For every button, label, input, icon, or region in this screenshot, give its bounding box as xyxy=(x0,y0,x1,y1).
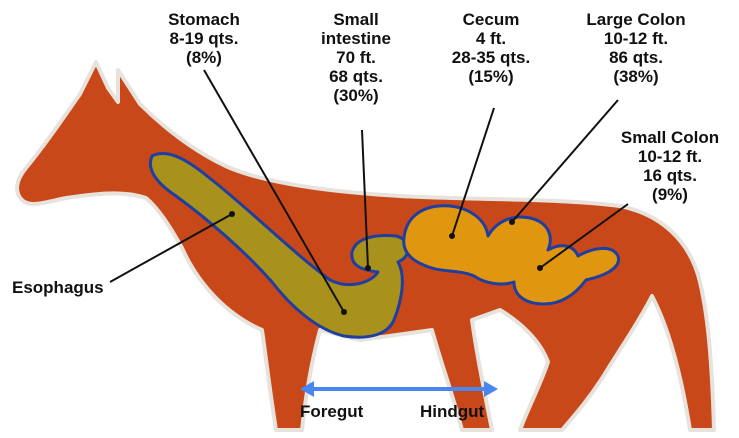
cecum-label-length: 4 ft. xyxy=(438,29,544,48)
small-colon-label-percent: (9%) xyxy=(606,185,734,204)
stomach-leader-dot xyxy=(341,309,347,315)
stomach-label-capacity: 8-19 qts. xyxy=(158,29,250,48)
stomach-label: Stomach 8-19 qts. (8%) xyxy=(158,10,250,67)
cecum-label-capacity: 28-35 qts. xyxy=(438,48,544,67)
small-colon-label-capacity: 16 qts. xyxy=(606,166,734,185)
stomach-label-name: Stomach xyxy=(158,10,250,29)
large-colon-leader-dot xyxy=(509,219,515,225)
cecum-label-percent: (15%) xyxy=(438,67,544,86)
small-colon-leader-dot xyxy=(537,265,543,271)
small-intestine-label: Small intestine 70 ft. 68 qts. (30%) xyxy=(306,10,406,105)
cecum-leader-dot xyxy=(449,233,455,239)
hindgut-arrowhead xyxy=(484,381,498,397)
small-intestine-leader-dot xyxy=(365,265,371,271)
large-colon-label-percent: (38%) xyxy=(570,67,702,86)
large-colon-label-length: 10-12 ft. xyxy=(570,29,702,48)
small-intestine-label-line1: Small xyxy=(306,10,406,29)
esophagus-label: Esophagus xyxy=(12,278,104,297)
large-colon-label-capacity: 86 qts. xyxy=(570,48,702,67)
hindgut-label: Hindgut xyxy=(420,402,484,421)
small-intestine-label-length: 70 ft. xyxy=(306,48,406,67)
small-intestine-label-percent: (30%) xyxy=(306,86,406,105)
cecum-label-name: Cecum xyxy=(438,10,544,29)
small-colon-label: Small Colon 10-12 ft. 16 qts. (9%) xyxy=(606,128,734,204)
esophagus-leader-dot xyxy=(229,211,235,217)
small-intestine-label-line2: intestine xyxy=(306,29,406,48)
small-intestine-label-capacity: 68 qts. xyxy=(306,67,406,86)
large-colon-label-name: Large Colon xyxy=(570,10,702,29)
small-colon-label-length: 10-12 ft. xyxy=(606,147,734,166)
cecum-label: Cecum 4 ft. 28-35 qts. (15%) xyxy=(438,10,544,86)
stomach-label-percent: (8%) xyxy=(158,48,250,67)
large-colon-label: Large Colon 10-12 ft. 86 qts. (38%) xyxy=(570,10,702,86)
foregut-label: Foregut xyxy=(300,402,363,421)
small-colon-label-name: Small Colon xyxy=(606,128,734,147)
